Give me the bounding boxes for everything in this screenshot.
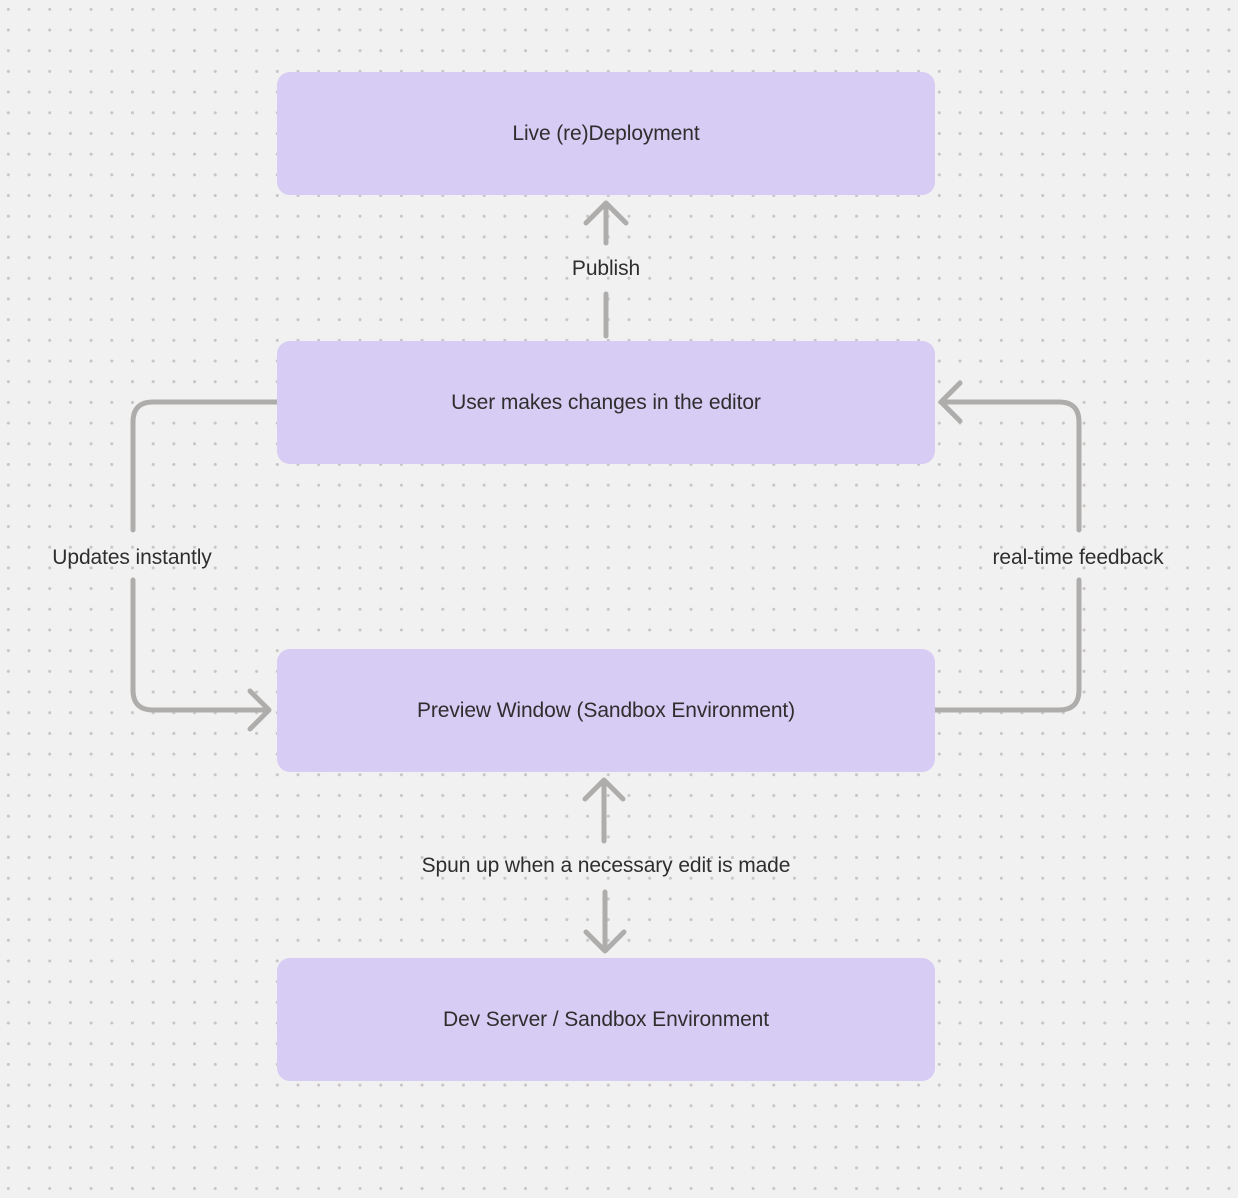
- real-time-feedback-arrow: [932, 380, 1082, 713]
- spun-up-arrow: [582, 777, 627, 954]
- node-live-deployment: Live (re)Deployment: [277, 72, 935, 195]
- node-preview-window: Preview Window (Sandbox Environment): [277, 649, 935, 772]
- spun-up-edge-label: Spun up when a necessary edit is made: [421, 854, 791, 877]
- publish-arrow: [583, 200, 629, 339]
- node-dev-server-label: Dev Server / Sandbox Environment: [443, 1007, 769, 1031]
- updates-instantly-arrow: [130, 399, 280, 732]
- updates-instantly-edge-label: Updates instantly: [52, 546, 212, 569]
- node-user-changes: User makes changes in the editor: [277, 341, 935, 464]
- publish-edge-label: Publish: [571, 257, 641, 280]
- node-user-changes-label: User makes changes in the editor: [451, 390, 761, 414]
- node-dev-server: Dev Server / Sandbox Environment: [277, 958, 935, 1081]
- node-live-deployment-label: Live (re)Deployment: [512, 121, 700, 145]
- node-preview-window-label: Preview Window (Sandbox Environment): [416, 698, 796, 722]
- real-time-feedback-edge-label: real-time feedback: [992, 546, 1164, 569]
